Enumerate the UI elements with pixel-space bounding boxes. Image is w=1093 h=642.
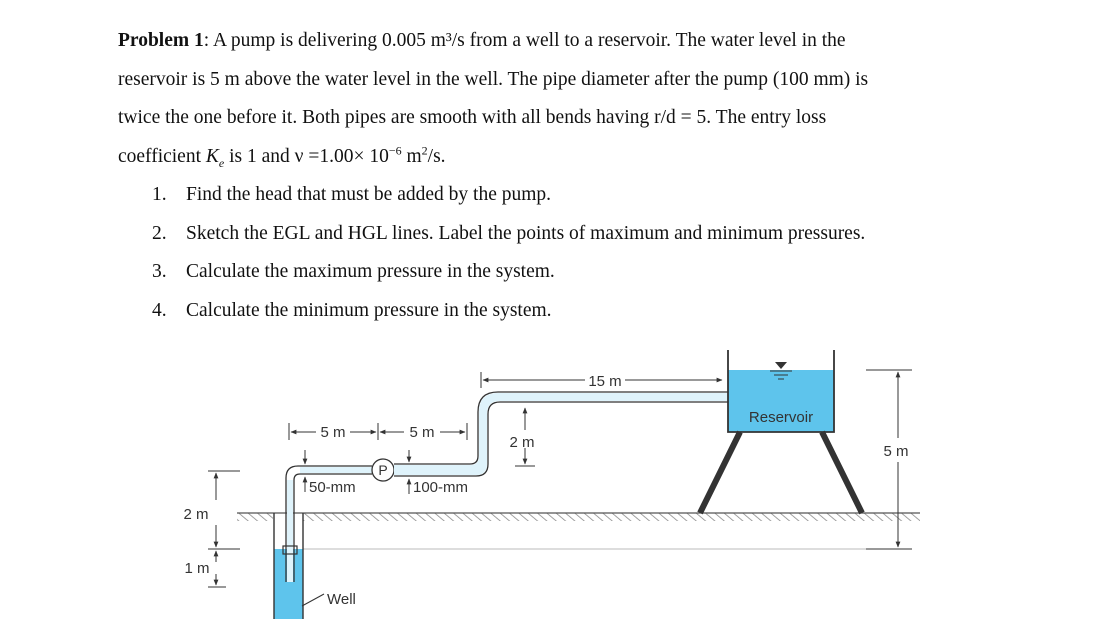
task-number: 2. (152, 222, 167, 244)
dim-5m-b-label: 5 m (409, 424, 434, 441)
well-leader-line (301, 593, 325, 607)
task-item: 3. Calculate the maximum pressure in the … (118, 253, 998, 292)
dim-2m-rise-label: 2 m (509, 434, 534, 451)
ke-symbol: K (205, 145, 219, 167)
task-text: Calculate the minimum pressure in the sy… (186, 299, 552, 321)
ke-subscript: e (218, 155, 225, 170)
foot-valve (282, 545, 298, 555)
line4-unit: m (401, 145, 422, 167)
line4-post: is 1 and ν =1.00× 10 (224, 145, 389, 167)
dim-2m-left-label: 2 m (183, 506, 208, 523)
line4-pre: coefficient (118, 145, 206, 167)
water-surface-icon (775, 362, 787, 369)
pump-label: P (378, 462, 387, 478)
task-text: Sketch the EGL and HGL lines. Label the … (186, 222, 866, 244)
problem-statement: Problem 1: A pump is delivering 0.005 m³… (118, 22, 998, 330)
task-text: Calculate the maximum pressure in the sy… (186, 261, 555, 282)
task-list: 1. Find the head that must be added by th… (118, 176, 998, 330)
reservoir-water (728, 370, 834, 432)
dim-5m-a-label: 5 m (320, 424, 345, 441)
problem-text: Problem 1: A pump is delivering 0.005 m³… (118, 22, 998, 61)
task-number: 3. (152, 261, 167, 282)
dim-15m-label: 15 m (588, 373, 621, 390)
problem-line-2: reservoir is 5 m above the water level i… (118, 68, 869, 90)
problem-line-3: twice the one before it. Both pipes are … (118, 107, 827, 128)
ground-hatch-right (303, 513, 920, 521)
problem-line-1: : A pump is delivering 0.005 m³/s from a… (203, 30, 846, 51)
reservoir-stand (697, 430, 865, 515)
discharge-pipe-outer (394, 401, 728, 477)
discharge-pipe-inner (394, 391, 728, 465)
suction-pipe (285, 465, 372, 582)
unit-superscript: 2 (421, 143, 428, 157)
task-item: 2. Sketch the EGL and HGL lines. Label th… (118, 215, 998, 254)
task-text: Find the head that must be added by the … (186, 184, 552, 205)
dim-1m-left-label: 1 m (184, 560, 209, 577)
discharge-pipe-fill (394, 393, 728, 475)
dim-5m-right-label: 5 m (883, 443, 908, 460)
line4-end: /s. (427, 145, 446, 167)
suction-pipe-fill (287, 480, 293, 582)
well-label: Well (327, 591, 356, 608)
task-number: 4. (152, 299, 167, 321)
task-item: 1. Find the head that must be added by th… (118, 176, 998, 215)
exponent: −6 (388, 143, 402, 157)
suction-horizontal-fill (300, 467, 372, 473)
problem-line-4: coefficient Ke is 1 and ν =1.00× 10−6 m2… (118, 138, 998, 177)
problem-label: Problem 1 (118, 30, 204, 51)
ground-hatch-left (237, 513, 273, 521)
task-number: 1. (152, 184, 167, 205)
task-item: 4. Calculate the minimum pressure in the … (118, 292, 998, 331)
pipe-50mm-label: 50-mm (309, 479, 356, 496)
reservoir-tank (727, 350, 835, 433)
reservoir-label: Reservoir (749, 409, 813, 426)
pipe-100mm-label: 100-mm (413, 479, 468, 496)
